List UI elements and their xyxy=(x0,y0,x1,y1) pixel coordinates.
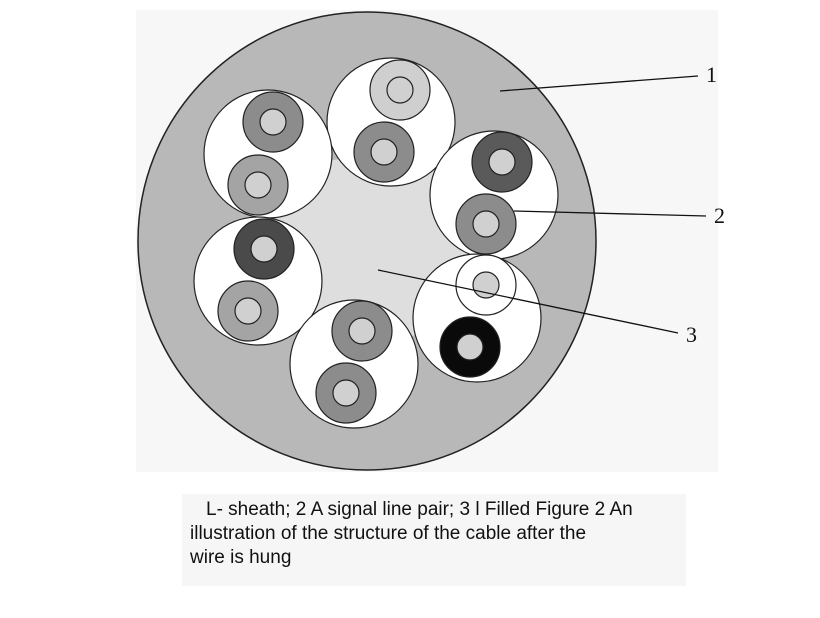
signal-pair-lower-right xyxy=(412,253,542,383)
signal-pair-upper-left xyxy=(203,89,333,219)
wire-conductor xyxy=(472,210,500,238)
caption-background xyxy=(182,494,686,586)
wire-conductor xyxy=(456,333,484,361)
cable-cross-section-diagram: 1 2 3 xyxy=(137,11,725,471)
signal-pair-top xyxy=(326,57,456,187)
signal-pair-right xyxy=(429,130,559,260)
caption-line: L- sheath; 2 A signal line pair; 3 l Fil… xyxy=(206,499,633,520)
callout-1: 1 xyxy=(706,62,717,87)
wire-conductor xyxy=(370,138,398,166)
callout-2: 2 xyxy=(714,203,725,228)
figure-caption: L- sheath; 2 A signal line pair; 3 l Fil… xyxy=(190,498,670,570)
caption-line: wire is hung xyxy=(190,547,292,568)
callout-3: 3 xyxy=(686,322,697,347)
signal-pair-bottom xyxy=(289,299,419,429)
leader-line-filler xyxy=(377,269,679,334)
signal-pair-left xyxy=(193,216,323,346)
wire-conductor xyxy=(332,379,360,407)
wire-conductor xyxy=(234,297,262,325)
wire-conductor xyxy=(488,148,516,176)
wire-conductor xyxy=(259,108,287,136)
caption-line: illustration of the structure of the cab… xyxy=(190,523,587,544)
wire-conductor xyxy=(348,317,376,345)
leader-line-signal-pair xyxy=(513,210,707,217)
wire-conductor xyxy=(386,76,414,104)
wire-conductor xyxy=(250,235,278,263)
leader-line-sheath xyxy=(499,75,699,92)
wire-conductor xyxy=(244,171,272,199)
